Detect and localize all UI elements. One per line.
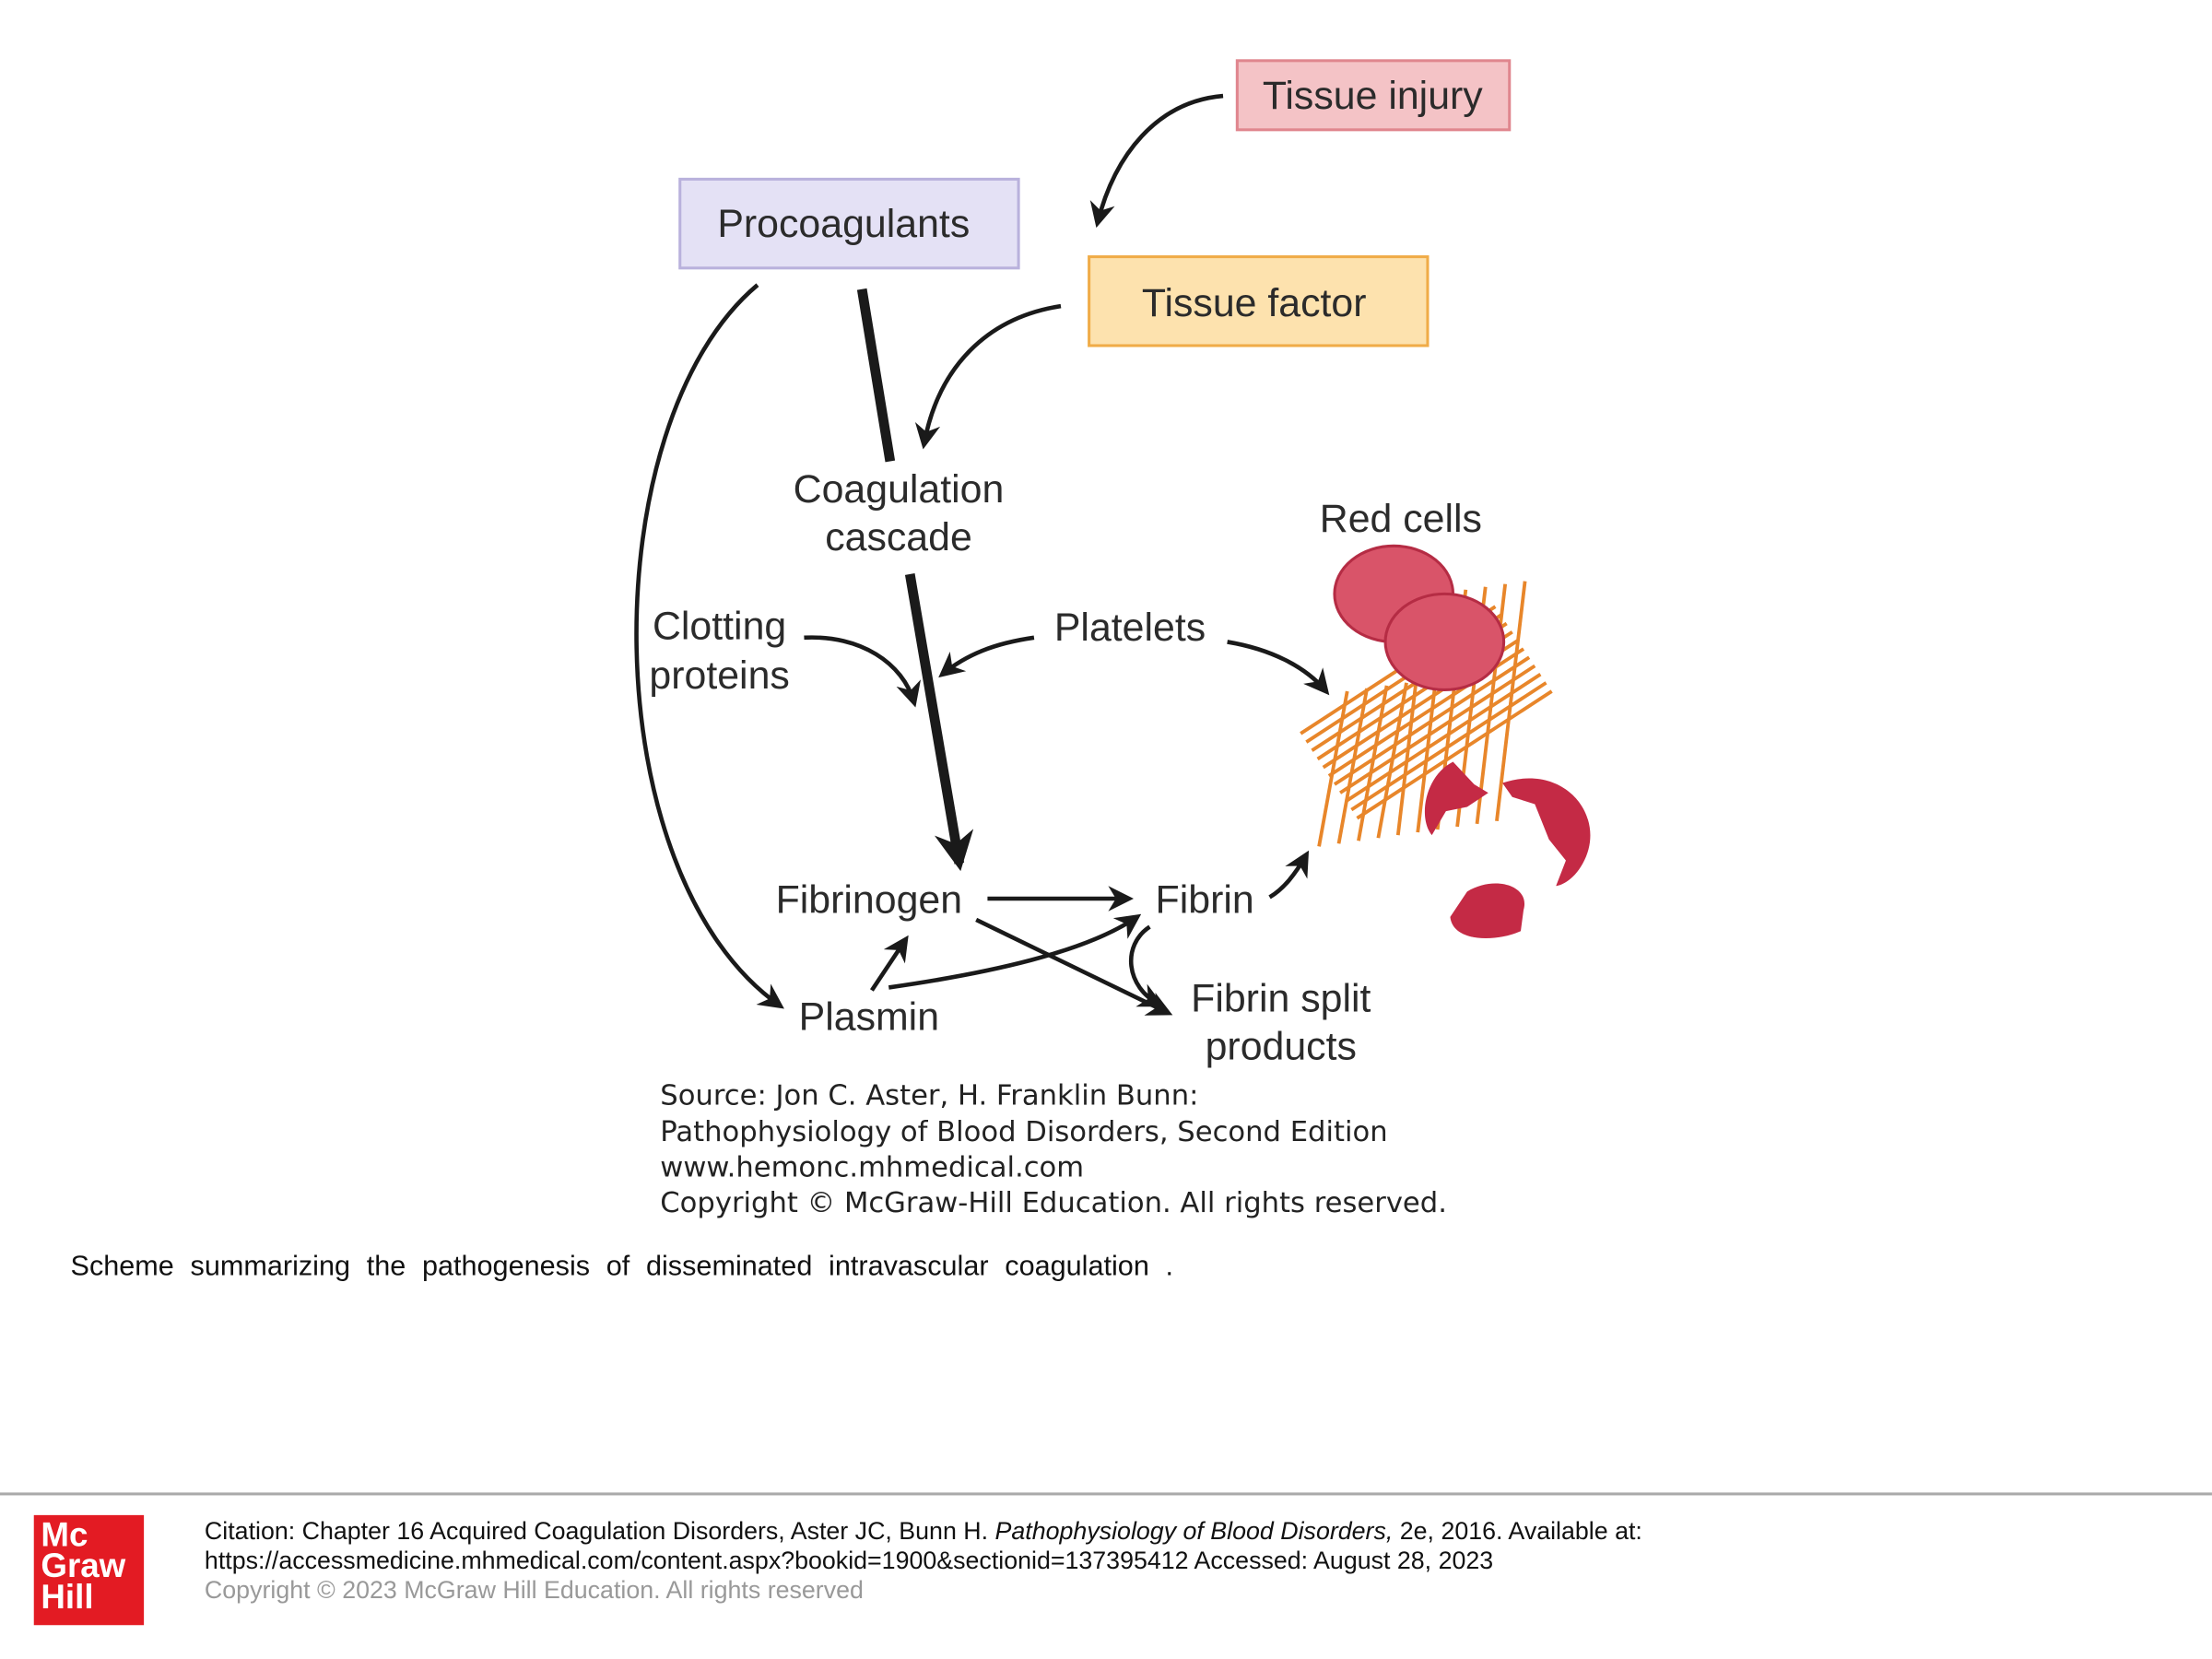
box-tissue-injury: Tissue injury <box>1235 59 1512 132</box>
copyright: Copyright © 2023 McGraw Hill Education. … <box>204 1575 864 1605</box>
citation-prefix: Citation: Chapter 16 Acquired Coagulatio… <box>204 1516 995 1546</box>
node-clotting: Clotting <box>653 604 786 648</box>
red-cells-illustration <box>1333 544 1591 939</box>
line-procoag-to-cascade <box>856 288 896 463</box>
node-fibrin: Fibrin <box>1156 877 1254 922</box>
mesh-strand <box>1495 581 1527 822</box>
divider <box>0 1492 2212 1496</box>
arrow-plasmin-to-fibrinogen <box>870 935 909 992</box>
node-platelets: Platelets <box>1054 606 1206 650</box>
box-tissue-factor: Tissue factor <box>1088 255 1430 347</box>
arrow-injury-to-factor <box>1089 93 1224 229</box>
arrow-clotting-to-cascade <box>804 635 921 708</box>
arrow-procoag-to-plasmin <box>634 283 784 1009</box>
arrow-platelets-to-cascade <box>938 635 1035 678</box>
arrow-plasmin-to-fibrin <box>888 913 1142 990</box>
arrow-cascade-to-fibrinogen <box>904 573 974 872</box>
mesh-strand <box>1339 664 1536 794</box>
mesh-strand <box>1350 681 1547 812</box>
citation-url[interactable]: https://accessmedicine.mhmedical.com/con… <box>204 1546 1494 1575</box>
source-credit: Source: Jon C. Aster, H. Franklin Bunn: … <box>660 1079 1447 1218</box>
svg-text:Tissue injury: Tissue injury <box>1263 74 1483 118</box>
svg-text:Copyright © McGraw-Hill Educat: Copyright © McGraw-Hill Education. All r… <box>660 1187 1447 1219</box>
svg-text:Tissue factor: Tissue factor <box>1142 281 1367 325</box>
arrow-factor-to-cascade <box>914 303 1062 450</box>
node-cascade: cascade <box>825 515 972 559</box>
svg-text:Procoagulants: Procoagulants <box>717 202 970 246</box>
dic-diagram: Tissue injury Procoagulants Tissue facto… <box>634 59 1591 1219</box>
node-coagulation: Coagulation <box>794 467 1005 512</box>
node-proteins: proteins <box>649 653 789 698</box>
citation-suffix: 2e, 2016. Available at: <box>1393 1516 1642 1546</box>
citation-book: Pathophysiology of Blood Disorders, <box>994 1516 1394 1546</box>
figure-caption: Scheme summarizing the pathogenesis of d… <box>70 1251 1174 1283</box>
box-procoagulants: Procoagulants <box>678 177 1020 270</box>
arrow-fibrin-to-fsp <box>1128 924 1165 1007</box>
citation: Citation: Chapter 16 Acquired Coagulatio… <box>205 1516 1642 1605</box>
node-fibrinogen: Fibrinogen <box>776 877 962 922</box>
svg-text:Source: Jon C. Aster, H. Frank: Source: Jon C. Aster, H. Franklin Bunn: <box>660 1079 1198 1112</box>
svg-text:Pathophysiology of Blood Disor: Pathophysiology of Blood Disorders, Seco… <box>660 1116 1387 1148</box>
mesh-strand <box>1333 655 1531 786</box>
node-plasmin: Plasmin <box>799 994 939 1039</box>
arrows <box>634 93 1330 1016</box>
node-products: products <box>1206 1024 1357 1068</box>
mesh-strand <box>1345 673 1542 803</box>
node-fibrin-split: Fibrin split <box>1191 976 1371 1020</box>
mesh-strand <box>1356 689 1553 820</box>
svg-text:www.hemonc.mhmedical.com: www.hemonc.mhmedical.com <box>660 1152 1084 1184</box>
arrow-fibrin-to-mesh <box>1268 850 1310 900</box>
node-red-cells: Red cells <box>1320 497 1482 541</box>
arrow-platelets-to-redcells <box>1227 640 1330 696</box>
mesh-strand <box>1336 688 1370 844</box>
